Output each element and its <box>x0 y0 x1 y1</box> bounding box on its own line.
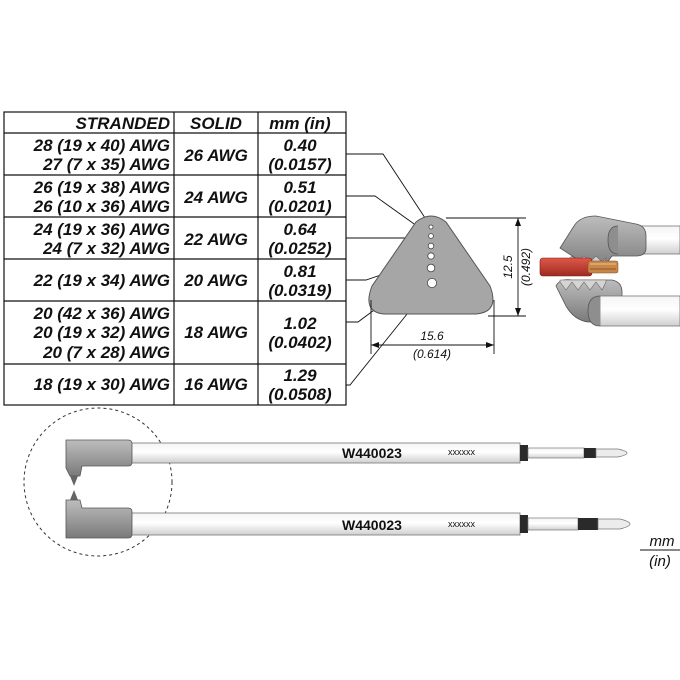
header-solid: SOLID <box>190 114 242 133</box>
row5-solid: 18 AWG <box>184 323 248 342</box>
height-dimension <box>446 217 526 317</box>
row1-solid: 26 AWG <box>183 146 248 165</box>
strip-hole-gauge <box>368 215 494 315</box>
row6-inch: (0.0508) <box>268 385 332 404</box>
row2-stranded-b: 26 (10 x 36) AWG <box>33 197 170 216</box>
row5-stranded-a: 20 (42 x 36) AWG <box>33 304 170 323</box>
header-stranded: STRANDED <box>76 114 170 133</box>
height-mm-label: 12.5 <box>501 255 515 279</box>
row4-stranded-a: 22 (19 x 34) AWG <box>33 271 170 290</box>
row2-mm: 0.51 <box>283 178 316 197</box>
lower-tip-serial: xxxxxx <box>448 519 476 529</box>
row6-stranded-a: 18 (19 x 30) AWG <box>34 375 170 394</box>
row1-inch: (0.0157) <box>268 155 332 174</box>
row1-mm: 0.40 <box>283 136 317 155</box>
width-dimension <box>370 300 495 354</box>
detail-circle <box>23 407 173 557</box>
row2-solid: 24 AWG <box>183 188 248 207</box>
row5-stranded-c: 20 (7 x 28) AWG <box>42 343 170 362</box>
header-mm-in: mm (in) <box>269 114 331 133</box>
height-in-label: (0.492) <box>519 248 533 286</box>
lower-tip-code: W440023 <box>342 517 402 533</box>
row3-stranded-b: 24 (7 x 32) AWG <box>42 239 170 258</box>
row1-stranded-a: 28 (19 x 40) AWG <box>33 136 170 155</box>
width-mm-label: 15.6 <box>420 329 444 343</box>
row3-stranded-a: 24 (19 x 36) AWG <box>33 220 170 239</box>
row3-mm: 0.64 <box>283 220 317 239</box>
lower-tip <box>65 490 631 539</box>
row5-stranded-b: 20 (19 x 32) AWG <box>33 323 170 342</box>
row3-inch: (0.0252) <box>268 239 332 258</box>
row6-solid: 16 AWG <box>184 375 248 394</box>
stripping-illustration <box>539 215 680 327</box>
row4-mm: 0.81 <box>283 262 316 281</box>
unit-mm: mm <box>650 533 675 550</box>
units-legend: mm (in) <box>640 533 680 570</box>
row2-stranded-a: 26 (19 x 38) AWG <box>33 178 170 197</box>
row4-solid: 20 AWG <box>183 271 248 290</box>
wire-gauge-table: STRANDED SOLID mm (in) 28 (19 x 40) AWG … <box>3 111 347 406</box>
row2-inch: (0.0201) <box>268 197 332 216</box>
upper-tip <box>65 439 628 486</box>
row4-inch: (0.0319) <box>268 281 332 300</box>
width-in-label: (0.614) <box>413 347 451 361</box>
upper-tip-code: W440023 <box>342 445 402 461</box>
row5-inch: (0.0402) <box>268 333 332 352</box>
row5-mm: 1.02 <box>283 314 317 333</box>
row1-stranded-b: 27 (7 x 35) AWG <box>42 155 170 174</box>
strip-holes <box>426 224 437 288</box>
unit-in: (in) <box>649 553 671 570</box>
row6-mm: 1.29 <box>283 366 317 385</box>
row3-solid: 22 AWG <box>183 230 248 249</box>
upper-tip-serial: xxxxxx <box>448 447 476 457</box>
